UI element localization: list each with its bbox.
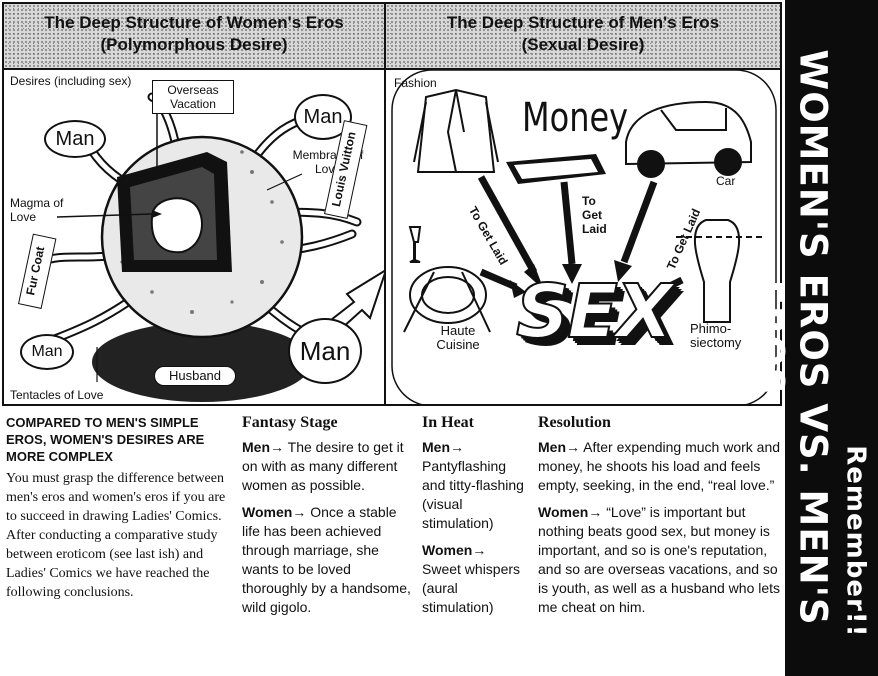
mens-eros-header: The Deep Structure of Men's Eros (Sexual… [386,4,780,70]
mens-eros-title: The Deep Structure of Men's Eros [446,13,720,32]
women-label: Women→ [538,504,603,520]
heat-heading: In Heat [422,414,474,431]
man-bubble: Man [20,334,74,370]
sex-text: SEX [515,269,674,355]
man-bubble: Man [44,120,106,158]
remember-label: Remember!! [840,445,871,638]
resolution-women-text: “Love” is important but nothing beats go… [538,504,781,615]
sidebar-banner: Remember!! WOMEN'S EROS VS. MEN'S EROS [749,0,878,676]
tentacles-of-love-label: Tentacles of Love [10,388,104,402]
mens-eros-subtitle: (Sexual Desire) [521,35,645,54]
resolution-heading: Resolution [538,414,611,431]
men-label: Men→ [422,439,464,455]
resolution-column: Resolution Men→ After expending much wor… [538,414,782,625]
man-bubble: Man [288,318,362,384]
plate-drawing [403,226,491,333]
heat-men-text: Pantyflashing and titty-flashing (visual… [422,458,524,531]
husband-shadow [92,322,312,402]
womens-eros-panel: The Deep Structure of Women's Eros (Poly… [2,2,386,406]
haute-cuisine-label: Haute Cuisine [436,323,480,352]
intro-heading: COMPARED TO MEN'S SIMPLE EROS, WOMEN'S D… [6,415,205,464]
intro-body: You must grasp the difference between me… [6,471,226,600]
mens-eros-illustration [391,69,777,404]
womens-eros-title: The Deep Structure of Women's Eros [44,13,344,32]
money-label: Money [522,95,629,141]
womens-eros-header: The Deep Structure of Women's Eros (Poly… [4,4,384,70]
heat-column: In Heat Men→ Pantyflashing and titty-fla… [422,414,526,625]
fashion-label: Fashion [394,76,437,90]
heat-women-text: Sweet whispers (aural stimulation) [422,561,521,615]
womens-eros-subtitle: (Polymorphous Desire) [100,35,288,54]
money-card-drawing [506,154,606,184]
women-label: Women→ [242,504,307,520]
overseas-vacation-tag: Overseas Vacation [152,80,234,114]
phimosiectomy-label: Phimo-siectomy [690,321,742,350]
womens-eros-illustration [37,92,384,402]
magma-of-love-label: Magma of Love [10,196,64,224]
fantasy-column: Fantasy Stage Men→ The desire to get it … [242,414,412,625]
husband-tag: Husband [154,366,236,386]
explanation-section: COMPARED TO MEN'S SIMPLE EROS, WOMEN'S D… [2,406,784,674]
car-drawing [625,100,752,178]
resolution-men-text: After expending much work and money, he … [538,439,781,493]
car-label: Car [716,174,736,188]
fantasy-heading: Fantasy Stage [242,414,338,431]
jacket-drawing [413,88,499,173]
men-label: Men→ [538,439,580,455]
men-label: Men→ [242,439,284,455]
fantasy-women-text: Once a stable life has been achieved thr… [242,504,411,615]
fantasy-men-text: The desire to get it on with as many dif… [242,439,404,493]
mens-eros-panel: The Deep Structure of Men's Eros (Sexual… [386,2,782,406]
desires-label: Desires (including sex) [10,74,132,88]
man-bubble: Man [294,94,352,140]
to-get-laid-label: To Get Laid [582,194,607,236]
magma-core [150,197,203,254]
intro-column: COMPARED TO MEN'S SIMPLE EROS, WOMEN'S D… [6,414,228,602]
women-label: Women→ [422,542,487,558]
sex-label: SEX [515,269,674,355]
phimosiectomy-drawing [676,219,766,323]
